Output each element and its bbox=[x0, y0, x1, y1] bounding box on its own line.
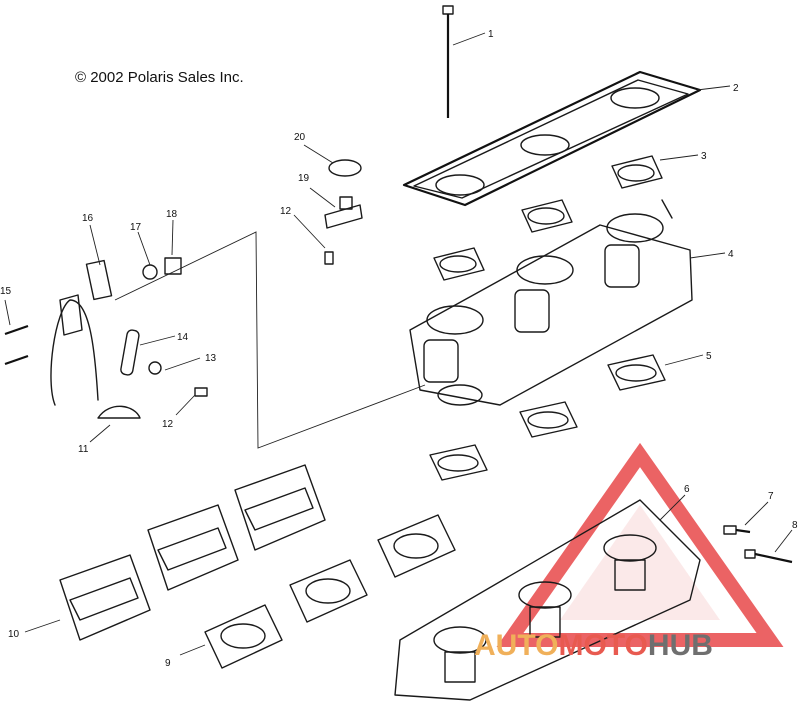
callout-20: 20 bbox=[294, 132, 306, 143]
reference-line bbox=[114, 231, 426, 449]
callout-4: 4 bbox=[728, 249, 734, 260]
callout-14: 14 bbox=[177, 332, 189, 343]
part-4-carburetors bbox=[409, 199, 693, 406]
callout-2: 2 bbox=[733, 83, 739, 94]
watermark-logo bbox=[496, 442, 784, 647]
watermark-text: AUTOMOTOHUB bbox=[474, 629, 713, 662]
part-18-fitting bbox=[164, 257, 182, 275]
callout-18: 18 bbox=[166, 209, 178, 220]
callout-8: 8 bbox=[792, 520, 798, 531]
part-15-screws bbox=[4, 324, 29, 366]
part-10-reed-valves bbox=[59, 464, 326, 641]
part-14-hose bbox=[120, 329, 140, 376]
callout-7: 7 bbox=[768, 491, 774, 502]
part-16-sensor bbox=[59, 259, 113, 336]
part-8-bolt bbox=[744, 549, 793, 564]
part-11-oring bbox=[50, 299, 141, 419]
callout-12-upper: 12 bbox=[280, 206, 292, 217]
callout-10: 10 bbox=[8, 629, 20, 640]
part-20-gasket bbox=[328, 159, 362, 177]
callout-6: 6 bbox=[684, 484, 690, 495]
copyright-notice: © 2002 Polaris Sales Inc. bbox=[75, 69, 244, 86]
callout-5: 5 bbox=[706, 351, 712, 362]
part-17-clip bbox=[142, 264, 158, 280]
leader-lines bbox=[4, 32, 793, 656]
callout-12: 12 bbox=[162, 419, 174, 430]
part-6-intake-manifold bbox=[394, 499, 701, 701]
part-3-gaskets bbox=[433, 155, 663, 281]
callout-9: 9 bbox=[165, 658, 171, 669]
callout-3: 3 bbox=[701, 151, 707, 162]
part-13-clamp bbox=[148, 361, 162, 375]
callout-13: 13 bbox=[205, 353, 217, 364]
part-1-long-bolt bbox=[442, 5, 454, 118]
callout-16: 16 bbox=[82, 213, 94, 224]
callout-17: 17 bbox=[130, 222, 142, 233]
callout-11: 11 bbox=[78, 444, 89, 455]
part-12-screw bbox=[194, 251, 334, 397]
part-9-spacers bbox=[204, 514, 456, 669]
part-5-gaskets bbox=[429, 354, 666, 481]
part-19-valve bbox=[324, 196, 363, 229]
callout-19: 19 bbox=[298, 173, 310, 184]
callout-15: 15 bbox=[0, 286, 12, 297]
part-7-bolt bbox=[723, 525, 751, 535]
callout-1: 1 bbox=[488, 29, 494, 40]
